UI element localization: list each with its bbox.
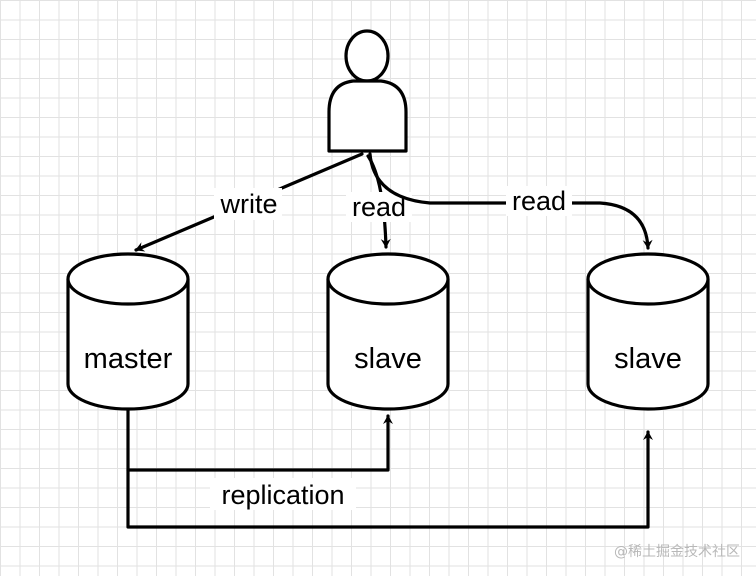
slave-label-1: slave (354, 343, 422, 375)
replication-edges: replication (126, 408, 653, 529)
slave-label-2: slave (614, 343, 682, 375)
replication-label: replication (221, 480, 344, 510)
read-edge-slave-2: read (368, 152, 653, 250)
slave-database-1: slave (326, 252, 450, 411)
read-label-1: read (352, 192, 406, 222)
master-database: master (66, 252, 190, 411)
watermark-text: @稀土掘金技术社区 (614, 544, 740, 560)
user-icon (327, 29, 408, 153)
read-label-2: read (512, 186, 566, 216)
read-edge-slave-1: read (346, 154, 412, 249)
slave-database-2: slave (586, 252, 710, 411)
write-label: write (219, 189, 277, 219)
write-edge: write (134, 152, 364, 252)
master-label: master (84, 343, 173, 375)
